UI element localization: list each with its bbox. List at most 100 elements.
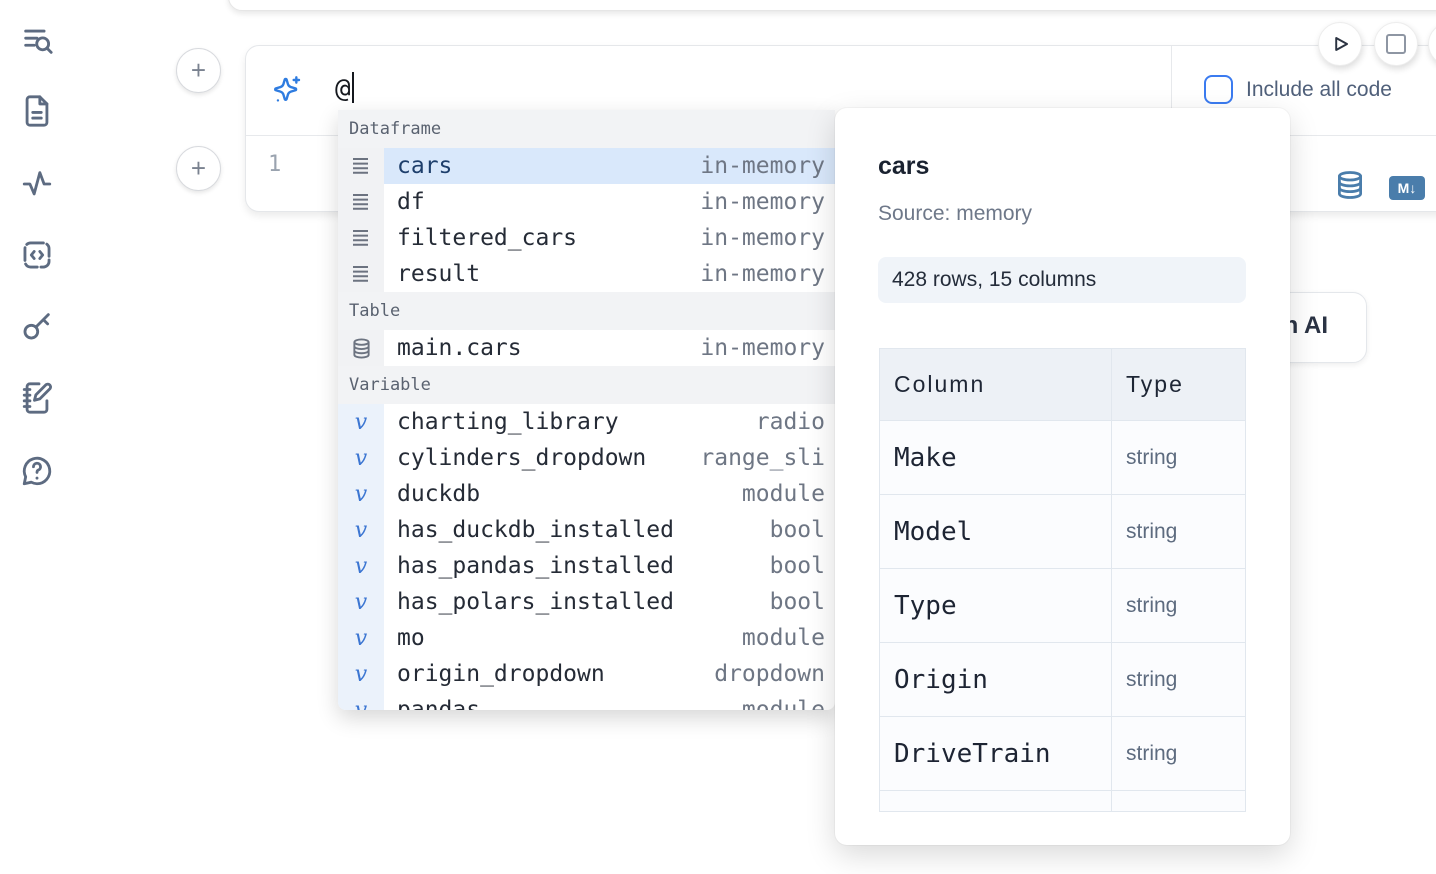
item-name: has_duckdb_installed bbox=[397, 517, 674, 543]
item-icon-gutter: v bbox=[338, 620, 384, 656]
variable-icon: v bbox=[354, 517, 368, 543]
item-name: origin_dropdown bbox=[397, 661, 605, 687]
autocomplete-section-header: Table bbox=[338, 292, 835, 330]
item-type: in-memory bbox=[700, 261, 825, 287]
ai-prompt-input[interactable]: @ bbox=[335, 72, 354, 104]
item-name: main.cars bbox=[397, 335, 522, 361]
item-type: radio bbox=[755, 409, 825, 435]
schema-column-name: Make bbox=[894, 442, 957, 473]
schema-row: Make string bbox=[880, 421, 1245, 495]
item-type: bool bbox=[769, 589, 825, 615]
autocomplete-item-filtered-cars[interactable]: filtered_cars in-memory bbox=[338, 220, 835, 256]
markdown-convert-icon[interactable]: M↓ bbox=[1389, 176, 1425, 200]
autocomplete-item-cylinders-dropdown[interactable]: v cylinders_dropdown range_sli bbox=[338, 440, 835, 476]
add-cell-above-button[interactable]: + bbox=[176, 48, 221, 93]
schema-header-column: Column bbox=[880, 349, 1112, 420]
preview-source: Source: memory bbox=[878, 202, 1033, 225]
dataframe-preview-popup: cars Source: memory 428 rows, 15 columns… bbox=[835, 108, 1290, 845]
item-name: has_pandas_installed bbox=[397, 553, 674, 579]
sidebar bbox=[0, 0, 72, 874]
rows-icon bbox=[353, 194, 368, 210]
item-name: cars bbox=[397, 153, 453, 179]
item-type: in-memory bbox=[700, 189, 825, 215]
stop-icon bbox=[1386, 34, 1406, 54]
item-type: in-memory bbox=[700, 225, 825, 251]
item-icon-gutter: v bbox=[338, 440, 384, 476]
stop-cell-button[interactable] bbox=[1374, 22, 1418, 66]
schema-row: Type string bbox=[880, 569, 1245, 643]
item-icon-gutter: v bbox=[338, 584, 384, 620]
key-icon[interactable] bbox=[20, 309, 54, 343]
item-icon-gutter bbox=[338, 256, 384, 292]
item-type: dropdown bbox=[714, 661, 825, 687]
item-type: in-memory bbox=[700, 153, 825, 179]
rows-icon bbox=[353, 158, 368, 174]
schema-column-type: string bbox=[1126, 593, 1178, 617]
schema-column-type: string bbox=[1126, 667, 1178, 691]
schema-column-name: DriveTrain bbox=[894, 738, 1051, 769]
variable-icon: v bbox=[354, 445, 368, 471]
autocomplete-item-has-polars-installed[interactable]: v has_polars_installed bool bbox=[338, 584, 835, 620]
previous-cell-bottom-edge bbox=[228, 0, 1436, 11]
autocomplete-item-cars[interactable]: cars in-memory bbox=[338, 148, 835, 184]
include-all-code-checkbox[interactable] bbox=[1204, 75, 1233, 104]
include-all-code-label: Include all code bbox=[1246, 77, 1392, 101]
item-name: has_polars_installed bbox=[397, 589, 674, 615]
variable-icon: v bbox=[354, 661, 368, 687]
schema-column-type: string bbox=[1126, 445, 1178, 469]
variable-icon: v bbox=[354, 553, 368, 579]
help-chat-icon[interactable] bbox=[20, 454, 54, 488]
schema-column-name: Type bbox=[894, 590, 957, 621]
autocomplete-item-has-pandas-installed[interactable]: v has_pandas_installed bool bbox=[338, 548, 835, 584]
notebook-pen-icon[interactable] bbox=[20, 381, 54, 415]
item-icon-gutter: v bbox=[338, 548, 384, 584]
autocomplete-item-result[interactable]: result in-memory bbox=[338, 256, 835, 292]
item-name: pandas bbox=[397, 697, 481, 710]
item-icon-gutter: v bbox=[338, 404, 384, 440]
autocomplete-section-header: Variable bbox=[338, 366, 835, 404]
item-name: cylinders_dropdown bbox=[397, 445, 647, 471]
item-type: bool bbox=[769, 553, 825, 579]
code-snippet-icon[interactable] bbox=[20, 238, 54, 272]
ai-card-label: h AI bbox=[1283, 312, 1328, 339]
item-icon-gutter bbox=[338, 184, 384, 220]
item-name: filtered_cars bbox=[397, 225, 578, 251]
item-type: module bbox=[741, 697, 825, 710]
item-type: range_sli bbox=[700, 445, 825, 471]
item-icon-gutter: v bbox=[338, 692, 384, 710]
editor-line-number: 1 bbox=[268, 152, 282, 177]
preview-shape-badge: 428 rows, 15 columns bbox=[878, 257, 1246, 303]
schema-column-name: Model bbox=[894, 516, 973, 547]
item-icon-gutter: v bbox=[338, 512, 384, 548]
variable-icon: v bbox=[354, 697, 368, 711]
item-name: mo bbox=[397, 625, 425, 651]
add-cell-below-button[interactable]: + bbox=[176, 146, 221, 191]
item-icon-gutter bbox=[338, 330, 384, 366]
database-icon[interactable] bbox=[1335, 170, 1365, 200]
schema-column-name: Origin bbox=[894, 664, 988, 695]
list-search-icon[interactable] bbox=[20, 24, 54, 58]
play-icon bbox=[1335, 37, 1349, 51]
sparkles-ai-icon bbox=[271, 74, 303, 106]
run-cell-button[interactable] bbox=[1318, 22, 1362, 66]
item-icon-gutter: v bbox=[338, 476, 384, 512]
file-text-icon[interactable] bbox=[20, 94, 54, 128]
autocomplete-item-origin-dropdown[interactable]: v origin_dropdown dropdown bbox=[338, 656, 835, 692]
variable-icon: v bbox=[354, 589, 368, 615]
schema-row: Origin string bbox=[880, 643, 1245, 717]
item-name: result bbox=[397, 261, 481, 287]
activity-icon[interactable] bbox=[20, 167, 54, 201]
autocomplete-item-pandas[interactable]: v pandas module bbox=[338, 692, 835, 710]
schema-column-type: string bbox=[1126, 741, 1178, 765]
